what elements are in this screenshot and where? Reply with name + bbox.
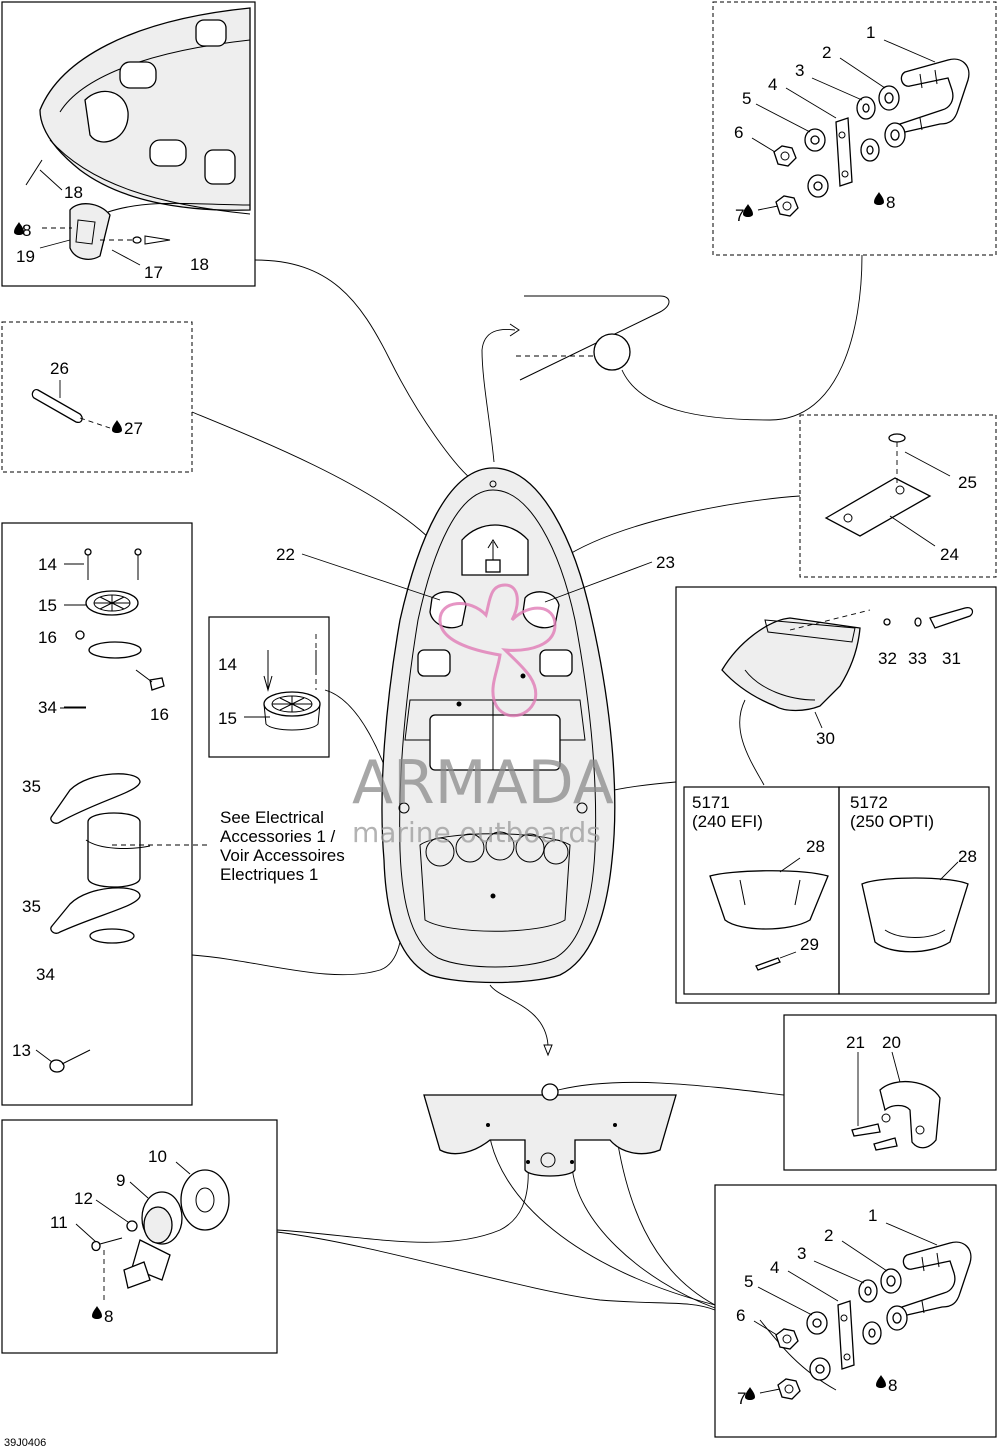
callout-18-upper: 18 bbox=[64, 183, 83, 202]
variant-5171-engine: (240 EFI) bbox=[692, 812, 763, 831]
callout-8-bow: 8 bbox=[22, 221, 31, 240]
callout-25: 25 bbox=[958, 473, 977, 492]
callout-5-top: 5 bbox=[742, 89, 751, 108]
callout-34-upper: 34 bbox=[38, 698, 57, 717]
callout-24: 24 bbox=[940, 545, 959, 564]
bracket-clip bbox=[851, 1051, 941, 1151]
callout-4-bottom: 4 bbox=[770, 1258, 779, 1277]
callout-10: 10 bbox=[148, 1147, 167, 1166]
callout-19: 19 bbox=[16, 247, 35, 266]
panel-bilge-hose bbox=[1, 522, 193, 1106]
variant-5172-engine: (250 OPTI) bbox=[850, 812, 934, 831]
leader-22 bbox=[301, 553, 441, 601]
callout-26: 26 bbox=[50, 359, 69, 378]
electrical-note-line2: Accessories 1 / bbox=[220, 827, 336, 846]
panel-vent-cover bbox=[208, 616, 330, 758]
callout-9: 9 bbox=[116, 1171, 125, 1190]
callout-27: 27 bbox=[124, 419, 143, 438]
watermark-tagline: marine outboards bbox=[352, 816, 601, 849]
callout-1-top: 1 bbox=[866, 23, 875, 42]
callout-23: 23 bbox=[656, 553, 675, 572]
panel-cleat-hardware-top bbox=[712, 1, 997, 256]
vent-cover bbox=[244, 634, 321, 731]
electrical-note-line1: See Electrical bbox=[220, 808, 324, 827]
callout-2-top: 2 bbox=[822, 43, 831, 62]
handle-grip bbox=[31, 380, 122, 433]
electrical-note-line4: Electriques 1 bbox=[220, 865, 318, 884]
callout-8-drain: 8 bbox=[104, 1307, 113, 1326]
callout-16-upper: 16 bbox=[38, 628, 57, 647]
connector-lines bbox=[191, 254, 863, 1391]
callout-20: 20 bbox=[882, 1033, 901, 1052]
watermark-emblem-icon bbox=[438, 583, 557, 718]
callout-7-bottom: 7 bbox=[737, 1389, 746, 1408]
panel-handle-grip bbox=[1, 321, 193, 473]
callout-4-top: 4 bbox=[768, 75, 777, 94]
callout-1-bottom: 1 bbox=[868, 1206, 877, 1225]
callout-3-top: 3 bbox=[795, 61, 804, 80]
callout-8-bottom: 8 bbox=[888, 1376, 897, 1395]
callout-13: 13 bbox=[12, 1041, 31, 1060]
top-detail-sketch bbox=[516, 295, 670, 381]
callout-15-left: 15 bbox=[38, 596, 57, 615]
electrical-note-line3: Voir Accessoires bbox=[220, 846, 345, 865]
watermark-logo: ARMADA marine outboards bbox=[352, 583, 614, 849]
watermark-brand: ARMADA bbox=[352, 748, 614, 818]
callout-32: 32 bbox=[878, 649, 897, 668]
callout-7-top: 7 bbox=[735, 206, 744, 225]
panel-variant-5172 bbox=[838, 786, 990, 995]
variant-5171-model: 5171 bbox=[692, 793, 730, 812]
leader-23 bbox=[544, 561, 653, 603]
callout-2-bottom: 2 bbox=[824, 1226, 833, 1245]
callout-18-lower: 18 bbox=[190, 255, 209, 274]
drain-plug bbox=[75, 1161, 230, 1319]
callout-17: 17 bbox=[144, 263, 163, 282]
panel-plate-screw bbox=[799, 414, 997, 578]
stern-bracket bbox=[423, 1083, 677, 1177]
callout-8-top: 8 bbox=[886, 193, 895, 212]
cleat-hardware-top bbox=[742, 39, 970, 218]
callout-3-bottom: 3 bbox=[797, 1244, 806, 1263]
cleat-hardware-bottom bbox=[744, 1222, 972, 1401]
callout-35-upper: 35 bbox=[22, 777, 41, 796]
callout-34-lower: 34 bbox=[36, 965, 55, 984]
callout-15-vent: 15 bbox=[218, 709, 237, 728]
hose-upper bbox=[88, 641, 142, 659]
drawing-id: 39J0406 bbox=[4, 1437, 46, 1449]
panel-drain-plug bbox=[1, 1119, 278, 1354]
callout-6-bottom: 6 bbox=[736, 1306, 745, 1325]
callout-28-5172: 28 bbox=[958, 847, 977, 866]
callout-31: 31 bbox=[942, 649, 961, 668]
panel-bracket-clip bbox=[783, 1014, 997, 1171]
callout-6-top: 6 bbox=[734, 123, 743, 142]
callout-16-lower: 16 bbox=[150, 705, 169, 724]
callout-33: 33 bbox=[908, 649, 927, 668]
panel-cleat-hardware-bottom bbox=[714, 1184, 997, 1438]
callout-12: 12 bbox=[74, 1189, 93, 1208]
callout-35-lower: 35 bbox=[22, 897, 41, 916]
callout-30: 30 bbox=[816, 729, 835, 748]
bilge-hose-assembly bbox=[35, 548, 210, 1073]
hose-lower bbox=[89, 928, 135, 944]
callout-28-5171: 28 bbox=[806, 837, 825, 856]
hull-deck bbox=[381, 467, 616, 984]
callout-11: 11 bbox=[50, 1213, 68, 1232]
panel-bow-detail bbox=[1, 1, 256, 287]
callout-29: 29 bbox=[800, 935, 819, 954]
drop-icon bbox=[14, 222, 24, 235]
callout-22: 22 bbox=[276, 545, 295, 564]
bow-detail bbox=[25, 7, 251, 266]
plate-screw bbox=[824, 433, 951, 547]
heat-shield bbox=[721, 606, 974, 729]
cover-5172 bbox=[861, 861, 969, 953]
variant-5172-model: 5172 bbox=[850, 793, 888, 812]
callout-21: 21 bbox=[846, 1033, 865, 1052]
cover-5171 bbox=[709, 857, 829, 971]
callout-14-vent: 14 bbox=[218, 655, 237, 674]
callout-14-left: 14 bbox=[38, 555, 57, 574]
callout-5-bottom: 5 bbox=[744, 1272, 753, 1291]
panel-heat-shield bbox=[675, 586, 997, 1004]
